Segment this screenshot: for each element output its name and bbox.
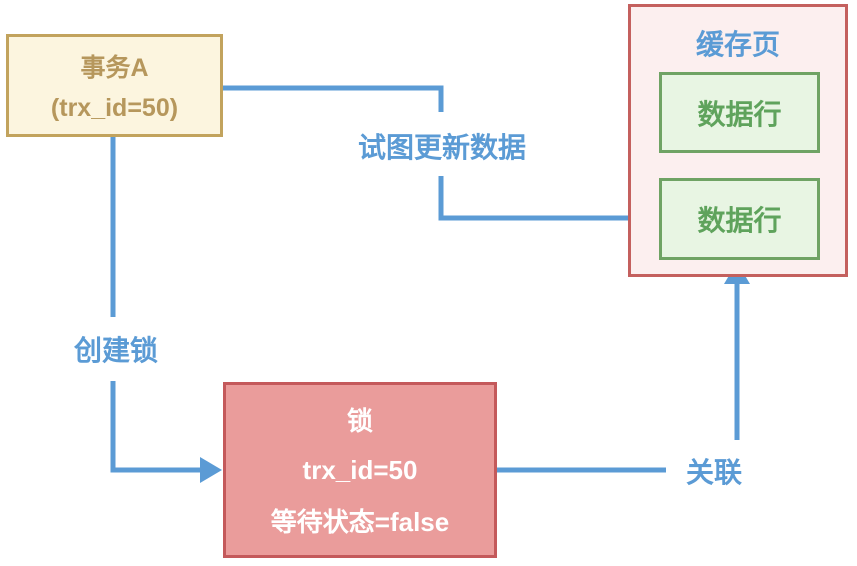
edge-label-attempt-update: 试图更新数据 — [357, 132, 527, 163]
buffer-page-title: 缓存页 — [695, 29, 780, 60]
data-row-2: 数据行 — [659, 178, 820, 260]
arrowhead-right-into-lock-icon — [200, 457, 222, 483]
transaction-a-box: 事务A (trx_id=50) — [6, 34, 223, 137]
lock-trx-id: trx_id=50 — [302, 454, 418, 485]
edge-create-lock-segment-bottom — [110, 381, 200, 473]
lock-wait-state: 等待状态=false — [270, 506, 450, 537]
data-row-1-label: 数据行 — [697, 98, 782, 130]
transaction-a-title: 事务A — [80, 53, 149, 82]
data-row-1: 数据行 — [659, 72, 820, 153]
transaction-a-trx-id: (trx_id=50) — [50, 94, 179, 123]
buffer-page-box: 缓存页 数据行 数据行 — [628, 4, 848, 277]
data-row-2-label: 数据行 — [697, 205, 782, 236]
edge-attempt-update-segment-bottom — [438, 176, 636, 221]
edge-label-associate: 关联 — [685, 457, 743, 488]
edge-attempt-update-segment-top — [223, 85, 444, 112]
lock-box: 锁 trx_id=50 等待状态=false — [223, 382, 497, 558]
edge-label-create-lock: 创建锁 — [73, 335, 159, 366]
lock-title: 锁 — [346, 406, 373, 437]
